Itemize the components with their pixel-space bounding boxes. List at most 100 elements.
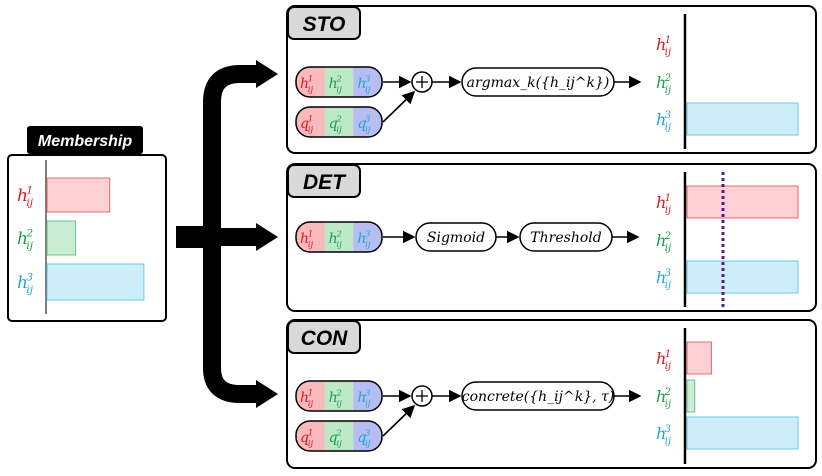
panel-con-out-bar-h2	[686, 379, 696, 413]
svg-text:ij: ij	[665, 399, 671, 410]
svg-text:h: h	[300, 231, 309, 247]
panel-det-op-sigmoid: Sigmoid	[415, 222, 497, 252]
svg-text:2: 2	[664, 387, 671, 398]
svg-text:h: h	[656, 110, 666, 129]
membership-bar-h2	[46, 220, 76, 256]
svg-text:3: 3	[26, 271, 33, 283]
svg-text:ij: ij	[665, 85, 671, 96]
panel-sto-title: STO	[303, 13, 346, 36]
svg-text:1: 1	[665, 35, 671, 46]
svg-text:h: h	[357, 231, 366, 247]
svg-text:h: h	[17, 273, 28, 293]
svg-text:h: h	[656, 73, 666, 92]
svg-text:1: 1	[26, 184, 33, 196]
svg-text:2: 2	[25, 227, 33, 239]
svg-text:3: 3	[665, 268, 671, 279]
panel-con-out-bar-h1	[686, 341, 712, 375]
svg-text:Threshold: Threshold	[530, 230, 601, 246]
panel-sto-arrow-q	[382, 90, 416, 123]
svg-text:1: 1	[308, 230, 314, 240]
svg-text:h: h	[656, 193, 666, 212]
svg-text:q: q	[357, 430, 366, 446]
svg-text:ij: ij	[26, 240, 33, 252]
svg-text:h: h	[329, 231, 338, 247]
membership-bar-h3	[46, 263, 145, 301]
svg-text:h: h	[357, 76, 366, 92]
svg-text:q: q	[329, 116, 338, 132]
membership-bar-h1	[46, 177, 111, 213]
panel-con-title-bg	[287, 320, 361, 354]
panel-det-title: DET	[303, 171, 347, 194]
panel-sto-out-bar-h3	[686, 102, 799, 136]
svg-text:2: 2	[335, 230, 342, 240]
svg-text:concrete({h_ij^k}, τ): concrete({h_ij^k}, τ)	[462, 389, 614, 405]
svg-text:q: q	[329, 430, 338, 446]
svg-text:ij: ij	[365, 85, 371, 95]
svg-text:h: h	[656, 349, 666, 368]
svg-text:ij: ij	[308, 240, 314, 250]
svg-text:ij: ij	[336, 85, 342, 95]
panel-det-title-bg	[287, 164, 361, 198]
svg-text:1: 1	[665, 193, 671, 204]
svg-text:1: 1	[665, 349, 671, 360]
svg-text:h: h	[17, 186, 28, 206]
svg-text:ij: ij	[665, 122, 671, 133]
membership-title-bg	[27, 126, 143, 154]
svg-text:q: q	[357, 116, 366, 132]
svg-text:1: 1	[308, 75, 314, 85]
panel-sto-title-bg	[287, 6, 361, 40]
svg-text:h: h	[329, 76, 338, 92]
svg-text:h: h	[656, 231, 666, 250]
svg-text:3: 3	[365, 429, 371, 439]
svg-text:3: 3	[665, 424, 671, 435]
svg-text:ij: ij	[308, 439, 314, 449]
svg-text:2: 2	[335, 429, 342, 439]
svg-text:ij: ij	[365, 240, 371, 250]
svg-text:ij: ij	[336, 240, 342, 250]
svg-text:1: 1	[308, 429, 314, 439]
svg-text:Sigmoid: Sigmoid	[427, 230, 485, 246]
svg-text:ij: ij	[365, 125, 371, 135]
svg-text:2: 2	[664, 73, 671, 84]
svg-text:ij: ij	[26, 197, 33, 209]
panel-con-out-bar-h3	[686, 416, 799, 450]
svg-text:h: h	[656, 268, 666, 287]
panel-sto-op: argmax_k({h_ij^k})	[461, 67, 615, 97]
svg-text:ij: ij	[665, 361, 671, 372]
svg-text:ij: ij	[365, 399, 371, 409]
svg-text:h: h	[300, 390, 309, 406]
svg-text:ij: ij	[665, 205, 671, 216]
svg-text:3: 3	[365, 230, 371, 240]
svg-text:ij: ij	[665, 280, 671, 291]
panel-det-out-bar-h1	[686, 185, 799, 219]
svg-text:h: h	[656, 424, 666, 443]
panel-con-title: CON	[301, 327, 349, 350]
svg-text:ij: ij	[308, 85, 314, 95]
